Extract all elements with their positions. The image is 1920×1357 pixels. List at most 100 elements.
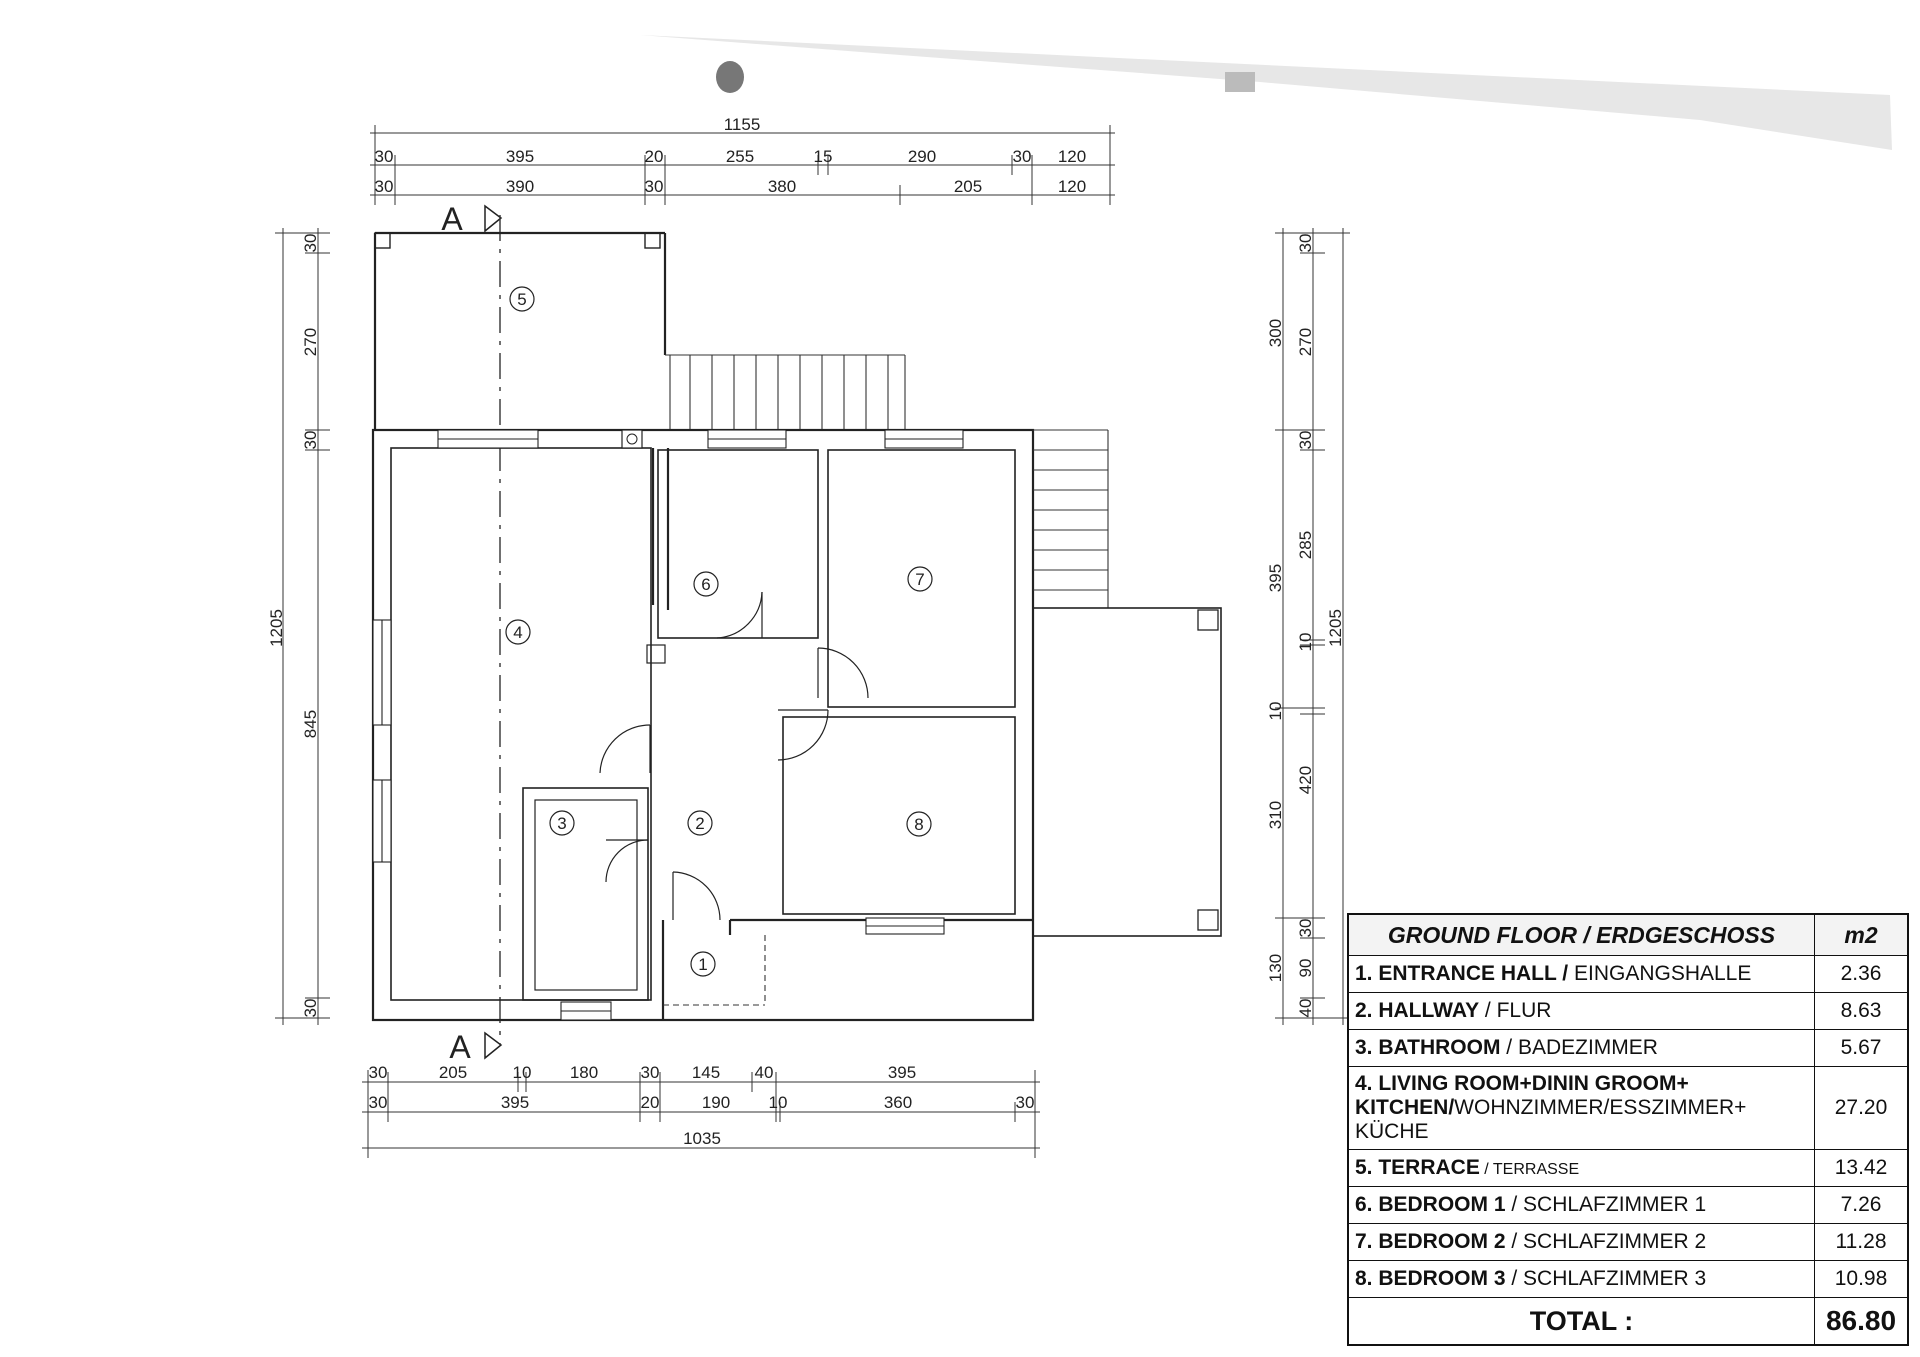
room-number-3: 3	[557, 814, 566, 833]
terrace-outline	[373, 231, 905, 430]
dim-bot-r2-6: 30	[1016, 1093, 1035, 1112]
dim-bot-r2-3: 190	[702, 1093, 730, 1112]
section-marker-top: A	[441, 201, 503, 237]
shaft	[646, 644, 666, 664]
dim-top-r1-2: 20	[645, 147, 664, 166]
room-number-8: 8	[914, 815, 923, 834]
windows	[372, 429, 964, 1021]
legend-room-name: 1. ENTRANCE HALL /	[1355, 962, 1569, 985]
dim-top-r1-1: 395	[506, 147, 534, 166]
legend-room-name-de: / SCHLAFZIMMER 2	[1505, 1230, 1707, 1253]
legend-room-name-de: WOHNZIMMER/ESSZIMMER+ KÜCHE	[1355, 1096, 1747, 1143]
room-number-7: 7	[915, 570, 924, 589]
dim-top-r1-6: 30	[1013, 147, 1032, 166]
legend-area: 11.28	[1814, 1223, 1909, 1261]
legend-row: 3. BATHROOM / BADEZIMMER 5.67	[1347, 1029, 1909, 1067]
room-number-4: 4	[513, 623, 522, 642]
dim-top-r1-5: 290	[908, 147, 936, 166]
dim-top-r2-4: 205	[954, 177, 982, 196]
dim-bot-r1-3: 180	[570, 1063, 598, 1082]
dim-right-inner-9: 40	[1296, 999, 1315, 1018]
legend-area: 5.67	[1814, 1029, 1909, 1067]
dim-bot-r1-0: 30	[369, 1063, 388, 1082]
legend-room-name: 6. BEDROOM 1	[1355, 1193, 1506, 1216]
dim-right-inner-7: 30	[1296, 919, 1315, 938]
legend-room-name-de: / BADEZIMMER	[1500, 1036, 1658, 1059]
dim-top-r1-4: 15	[814, 147, 833, 166]
dim-right-inner-6: 420	[1296, 766, 1315, 794]
legend-area: 13.42	[1814, 1149, 1909, 1187]
legend-row: 2. HALLWAY / FLUR 8.63	[1347, 992, 1909, 1030]
dim-top-r1-0: 30	[375, 147, 394, 166]
room-number-2: 2	[695, 814, 704, 833]
dim-bot-r2-1: 395	[501, 1093, 529, 1112]
dim-right-inner-8: 90	[1296, 959, 1315, 978]
top-dimensions: 1155 30 395 20 255 15 290 30 120 30 390 …	[370, 115, 1115, 205]
dim-top-total: 1155	[724, 115, 761, 134]
dim-bot-r2-0: 30	[369, 1093, 388, 1112]
section-letter-top: A	[441, 201, 463, 237]
punch-hole-right	[1225, 72, 1255, 92]
flue	[621, 429, 643, 449]
dim-right-outer-0: 300	[1266, 319, 1285, 347]
dim-bot-r1-7: 395	[888, 1063, 916, 1082]
flue-circle	[626, 433, 638, 445]
dim-bottom-total: 1035	[683, 1129, 721, 1148]
legend-total-label: TOTAL :	[1347, 1297, 1815, 1346]
dim-right-inner-3: 285	[1296, 531, 1315, 559]
dim-left-4: 30	[301, 999, 320, 1018]
dim-right-inner-0: 30	[1296, 234, 1315, 253]
dim-right-outer-1: 395	[1266, 564, 1285, 592]
paper-fold-shadow	[640, 35, 1892, 150]
dim-top-r1-3: 255	[726, 147, 754, 166]
legend-area: 27.20	[1814, 1066, 1909, 1150]
legend-row: 8. BEDROOM 3 / SCHLAFZIMMER 3 10.98	[1347, 1260, 1909, 1298]
dim-right-inner-5: 10	[1266, 702, 1285, 721]
legend-unit: m2	[1814, 913, 1909, 956]
legend-room-name: 3. BATHROOM	[1355, 1036, 1501, 1059]
dim-right-inner-2: 30	[1296, 431, 1315, 450]
dim-right-inner-1: 270	[1296, 328, 1315, 356]
dim-bot-r1-2: 10	[513, 1063, 532, 1082]
dim-bot-r2-4: 10	[769, 1093, 788, 1112]
room-number-6: 6	[701, 575, 710, 594]
legend-header: GROUND FLOOR / ERDGESCHOSS	[1347, 913, 1815, 956]
dim-bot-r1-5: 145	[692, 1063, 720, 1082]
legend-total-value: 86.80	[1814, 1297, 1909, 1346]
legend-room-name: 5. TERRACE	[1355, 1156, 1480, 1179]
room-number-1: 1	[698, 955, 707, 974]
legend-room-name: 8. BEDROOM 3	[1355, 1267, 1506, 1290]
legend-room-name-de: / SCHLAFZIMMER 1	[1505, 1193, 1707, 1216]
legend-header-row: GROUND FLOOR / ERDGESCHOSS m2	[1347, 913, 1909, 956]
dim-bot-r1-1: 205	[439, 1063, 467, 1082]
dim-right-total: 1205	[1326, 609, 1345, 647]
legend-row: 7. BEDROOM 2 / SCHLAFZIMMER 2 11.28	[1347, 1223, 1909, 1261]
dim-bot-r2-5: 360	[884, 1093, 912, 1112]
dim-right-inner-4: 10	[1296, 633, 1315, 652]
doors	[599, 591, 869, 921]
bottom-dimensions: 30 205 10 180 30 145 40 395 30 395 20 19…	[362, 1063, 1040, 1158]
legend-area: 8.63	[1814, 992, 1909, 1030]
dim-top-r2-5: 120	[1058, 177, 1086, 196]
legend-row: 1. ENTRANCE HALL / EINGANGSHALLE 2.36	[1347, 955, 1909, 993]
legend-room-name-de: / TERRASSE	[1479, 1161, 1580, 1178]
dim-left-2: 30	[301, 431, 320, 450]
right-stairs	[1033, 429, 1109, 608]
dim-left-3: 845	[301, 710, 320, 738]
dim-top-r2-0: 30	[375, 177, 394, 196]
dim-bot-r1-6: 40	[755, 1063, 774, 1082]
legend-area: 2.36	[1814, 955, 1909, 993]
top-stairs	[669, 355, 906, 430]
left-dimensions: 1205 30 270 30 845 30	[267, 228, 330, 1025]
legend-room-name: 4. LIVING ROOM+DININ GROOM+ KITCHEN/	[1355, 1072, 1689, 1119]
legend-row: 5. TERRACE / TERRASSE 13.42	[1347, 1149, 1909, 1187]
dim-left-0: 30	[301, 234, 320, 253]
dim-bot-r2-2: 20	[641, 1093, 660, 1112]
dim-left-1: 270	[301, 328, 320, 356]
legend-row: 4. LIVING ROOM+DININ GROOM+ KITCHEN/WOHN…	[1347, 1066, 1909, 1150]
legend-room-name-de: EINGANGSHALLE	[1568, 962, 1752, 985]
dim-top-r1-7: 120	[1058, 147, 1086, 166]
dim-right-outer-3: 130	[1266, 954, 1285, 982]
section-letter-bottom: A	[449, 1029, 471, 1065]
